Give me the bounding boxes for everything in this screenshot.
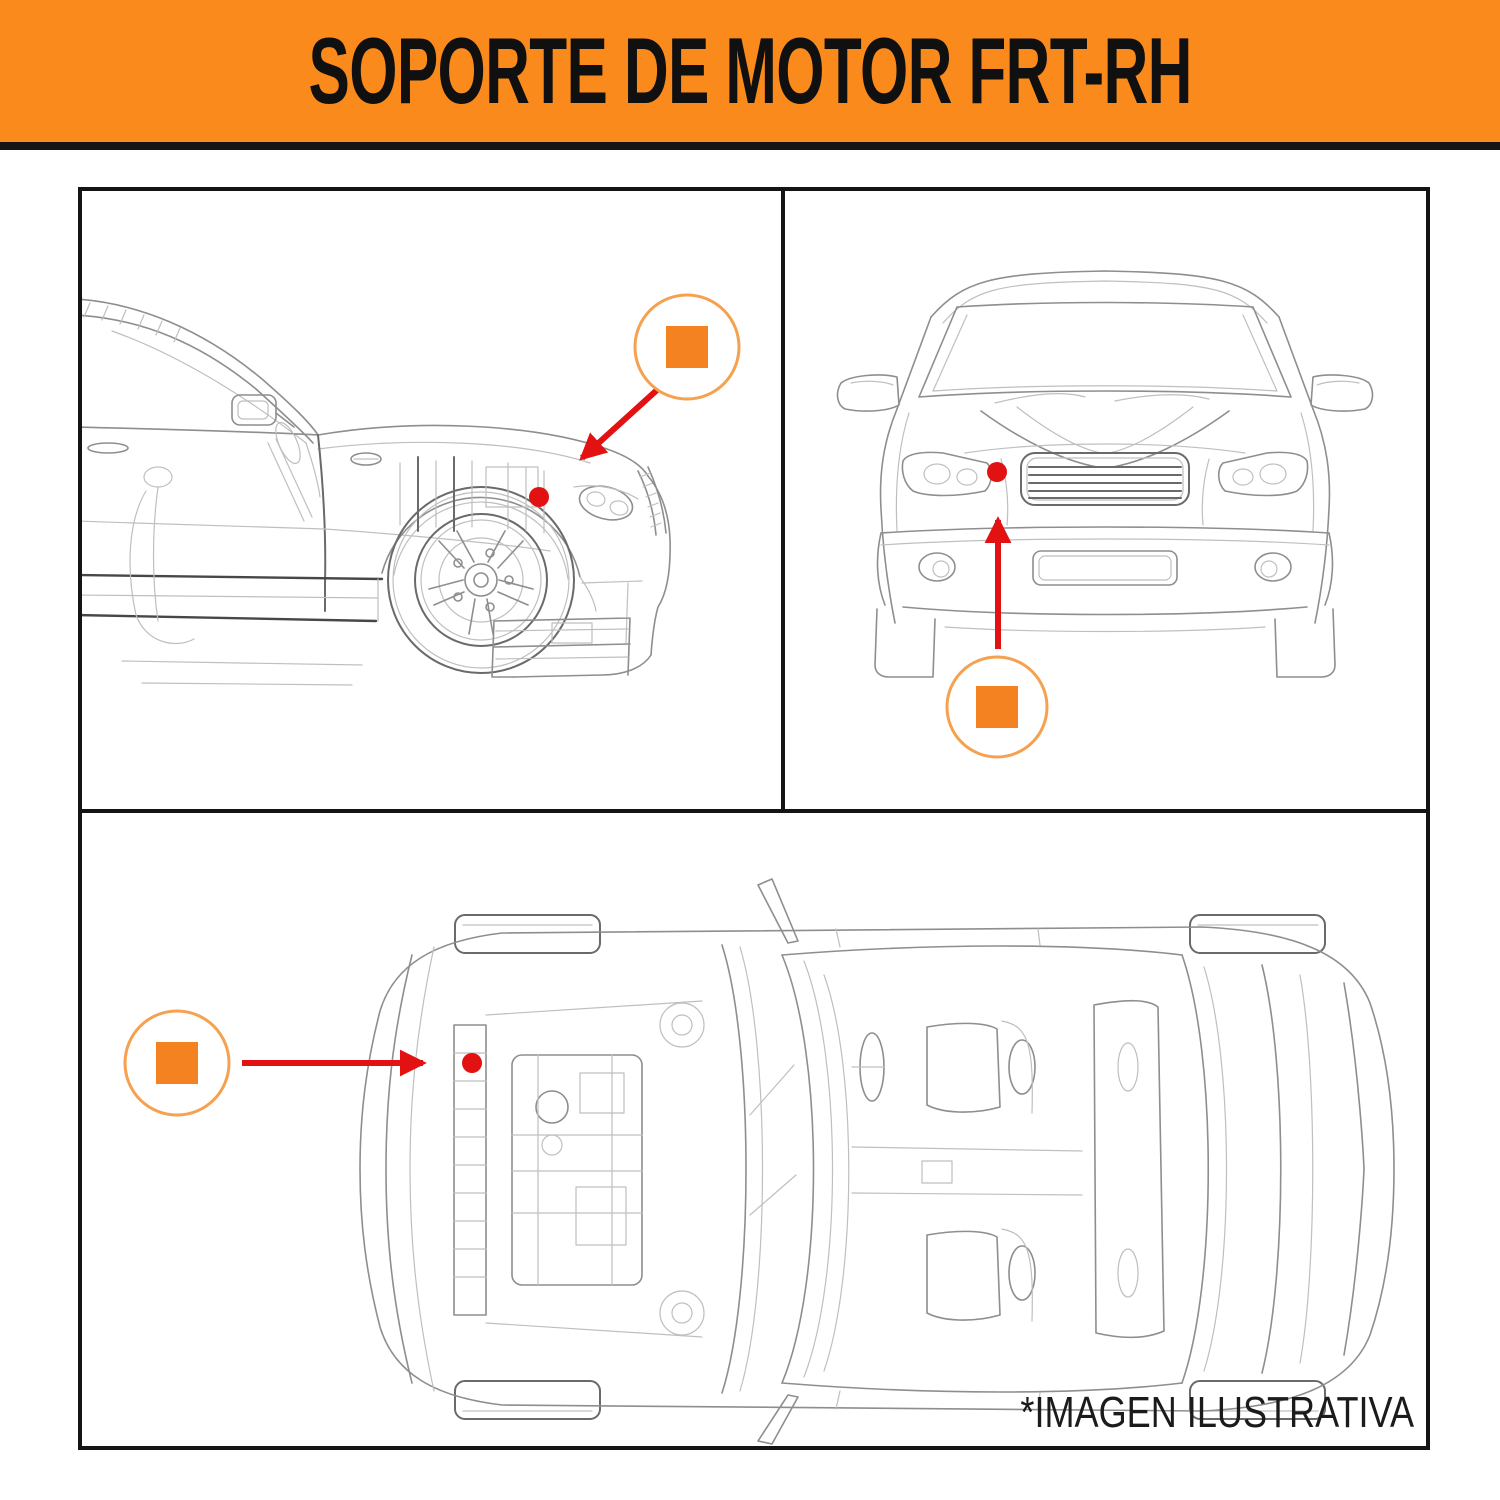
orange-square-swatch [156,1042,198,1084]
panel-divider-vertical [781,191,785,809]
part-location-marker [123,1009,482,1117]
panel-divider-horizontal [82,809,1426,813]
panel-front-view [785,191,1426,809]
car-front-view-sketch [836,270,1374,759]
car-side-view-lines [82,298,671,686]
car-top-view-lines [359,878,1395,1445]
part-location-dot [462,1053,482,1073]
car-front-view-lines [836,270,1374,678]
panel-side-view [82,191,781,809]
orange-square-swatch [666,326,708,368]
car-side-view-sketch [82,293,741,686]
part-location-marker [945,462,1049,759]
part-location-marker [529,293,741,507]
title-banner: SOPORTE DE MOTOR FRT-RH [0,0,1500,150]
panel-top-view: *IMAGEN ILUSTRATIVA [82,813,1426,1446]
part-location-dot [987,462,1007,482]
part-location-dot [529,487,549,507]
pointer-arrow [579,387,660,461]
illustrative-image-disclaimer: *IMAGEN ILUSTRATIVA [1020,1388,1414,1437]
car-top-view-sketch [123,878,1395,1445]
orange-square-swatch [976,686,1018,728]
page-title: SOPORTE DE MOTOR FRT-RH [308,18,1192,123]
figure-frame: *IMAGEN ILUSTRATIVA [78,187,1430,1450]
